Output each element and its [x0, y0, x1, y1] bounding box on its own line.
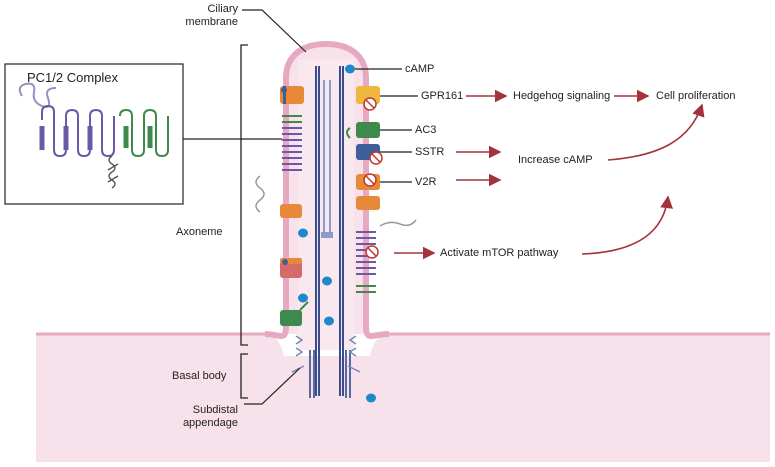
- pc-complex-illustration: [18, 82, 169, 189]
- transition-fibers: [291, 335, 361, 373]
- receptor-ac3: [346, 122, 380, 139]
- camp-dot: [298, 293, 308, 303]
- ciliary-membrane-label: Ciliary membrane: [170, 3, 238, 29]
- camp-dot: [345, 64, 355, 74]
- camp-molecules: [298, 64, 376, 403]
- receptor-green-left: [280, 301, 309, 326]
- gpr161-label: GPR161: [421, 90, 464, 102]
- subdistal-label: Subdistal appendage: [160, 404, 238, 430]
- axoneme-microtubules: [315, 66, 344, 396]
- mtor-label: Activate mTOR pathway: [440, 247, 559, 259]
- sstr-label: SSTR: [415, 146, 445, 158]
- camp-label: cAMP: [405, 63, 435, 75]
- subdistal-label-line2: appendage: [182, 417, 238, 429]
- receptor-v2r: [356, 173, 380, 210]
- arrow-increase-proliferation: [607, 103, 705, 161]
- mtor-inhibit-symbol: [365, 245, 379, 259]
- cell-body: [36, 334, 770, 462]
- hedgehog-label: Hedgehog signaling: [513, 90, 611, 102]
- arrow-mtor-proliferation: [581, 195, 673, 255]
- v2r-label: V2R: [415, 176, 437, 188]
- signal-arrows: [394, 89, 705, 260]
- leader-lines: [183, 9, 418, 183]
- pc-complex-in-cilium: [255, 115, 302, 213]
- cell-proliferation-label: Cell proliferation: [656, 90, 736, 102]
- basal-body-bracket: [240, 353, 248, 399]
- receptor-orange-left-2: [280, 204, 302, 218]
- axoneme-label: Axoneme: [176, 226, 223, 238]
- receptor-orange-left-1: [280, 86, 304, 104]
- central-pair-end: [321, 232, 333, 238]
- subdistal-label-line1: Subdistal: [192, 404, 238, 416]
- ciliary-label-line1: Ciliary: [207, 3, 238, 15]
- receptor-gpr161: [356, 86, 380, 111]
- axoneme-bracket: [240, 44, 248, 346]
- camp-dot: [322, 276, 332, 286]
- increase-camp-label: Increase cAMP: [518, 154, 593, 166]
- subdistal-leader: [244, 367, 301, 405]
- pc-complex-right: [356, 219, 417, 293]
- ac3-label: AC3: [415, 124, 437, 136]
- pc-complex-title: PC1/2 Complex: [27, 70, 119, 85]
- basal-body-label: Basal body: [172, 370, 227, 382]
- receptor-red-left: [280, 258, 302, 278]
- receptor-sstr: [356, 144, 383, 165]
- ciliary-label-line2: membrane: [185, 16, 238, 28]
- camp-dot: [366, 393, 376, 403]
- camp-dot: [324, 316, 334, 326]
- camp-dot: [298, 228, 308, 238]
- basal-body: [309, 350, 351, 398]
- cilium-lumen: [298, 60, 354, 350]
